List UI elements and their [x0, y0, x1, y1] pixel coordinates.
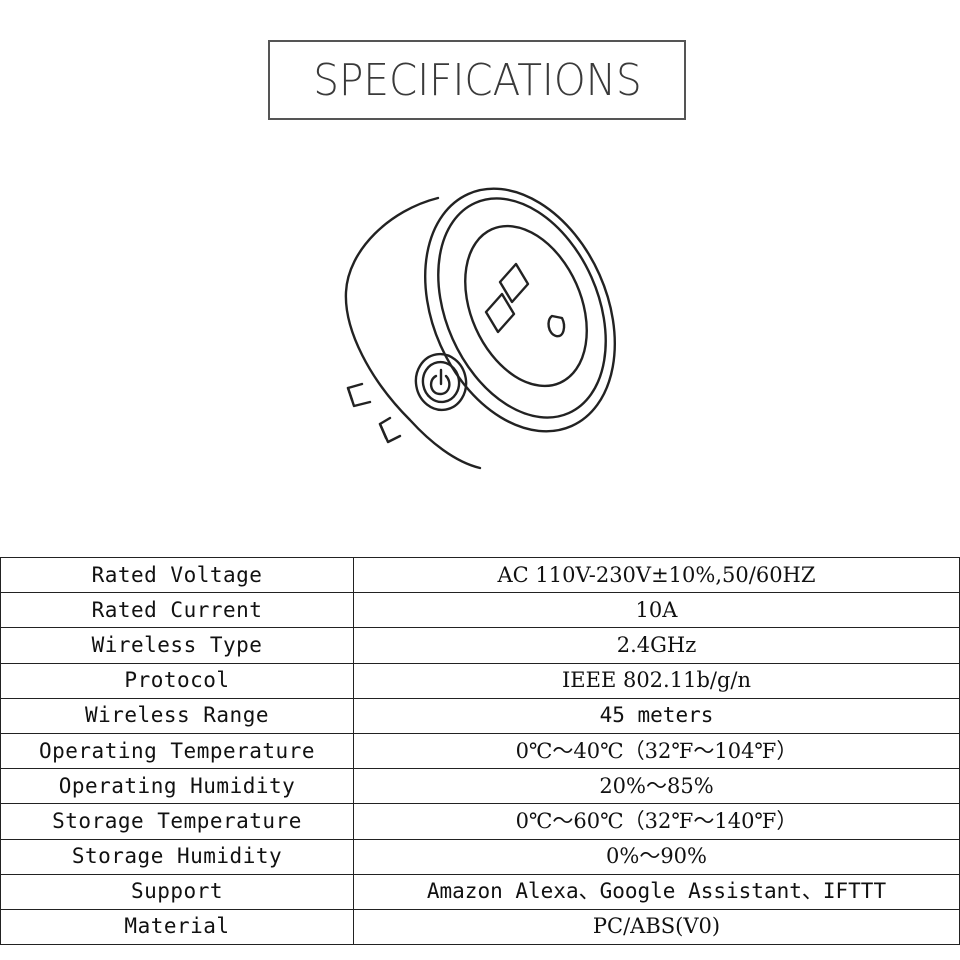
table-row: Protocol IEEE 802.11b/g/n	[0, 662, 960, 699]
spec-label: Rated Current	[0, 592, 354, 629]
title-box: SPECIFICATIONS	[268, 40, 686, 120]
spec-value: 0℃～60℃（32℉～140℉）	[353, 803, 960, 840]
spec-label: Rated Voltage	[0, 556, 354, 594]
outlet-face	[464, 224, 588, 388]
spec-label: Operating Humidity	[0, 768, 354, 805]
power-button-icon	[414, 352, 468, 412]
outlet-ground-hole	[547, 314, 566, 338]
table-row: Wireless Type 2.4GHz	[0, 627, 960, 664]
spec-value: AC 110V-230V±10%,50/60HZ	[353, 556, 960, 594]
page-title: SPECIFICATIONS	[312, 54, 642, 106]
table-row: Wireless Range 45 meters	[0, 697, 960, 734]
spec-label: Operating Temperature	[0, 732, 354, 770]
outlet-slot-bottom	[484, 292, 516, 334]
smart-plug-icon	[344, 187, 616, 470]
table-row: Storage Humidity 0%～90%	[0, 838, 960, 875]
spec-label: Support	[0, 873, 354, 910]
spec-value: 0%～90%	[353, 838, 960, 875]
table-row: Rated Voltage AC 110V-230V±10%,50/60HZ	[0, 556, 960, 594]
table-row: Material PC/ABS(V0)	[0, 908, 960, 946]
table-row: Support Amazon Alexa、Google Assistant、IF…	[0, 873, 960, 910]
spec-value: 2.4GHz	[353, 627, 960, 664]
spec-value: Amazon Alexa、Google Assistant、IFTTT	[353, 873, 960, 910]
spec-value: 10A	[353, 592, 960, 629]
spec-value: IEEE 802.11b/g/n	[353, 662, 960, 699]
spec-table: Rated Voltage AC 110V-230V±10%,50/60HZ R…	[0, 556, 960, 946]
table-row: Storage Temperature 0℃～60℃（32℉～140℉）	[0, 803, 960, 840]
spec-value: 0℃～40℃（32℉～104℉）	[353, 732, 960, 770]
spec-value: 45 meters	[353, 697, 960, 734]
spec-label: Material	[0, 908, 354, 946]
plug-face-outer	[424, 187, 616, 433]
spec-label: Protocol	[0, 662, 354, 699]
spec-value: 20%～85%	[353, 768, 960, 805]
table-row: Operating Humidity 20%～85%	[0, 768, 960, 805]
spec-label: Storage Temperature	[0, 803, 354, 840]
plug-body-outline	[344, 196, 482, 470]
spec-label: Wireless Type	[0, 627, 354, 664]
table-row: Rated Current 10A	[0, 592, 960, 629]
spec-value: PC/ABS(V0)	[353, 908, 960, 946]
table-row: Operating Temperature 0℃～40℃（32℉～104℉）	[0, 732, 960, 770]
outlet-slot-top	[498, 262, 530, 304]
spec-label: Storage Humidity	[0, 838, 354, 875]
spec-label: Wireless Range	[0, 697, 354, 734]
plug-face-ring	[437, 197, 607, 419]
